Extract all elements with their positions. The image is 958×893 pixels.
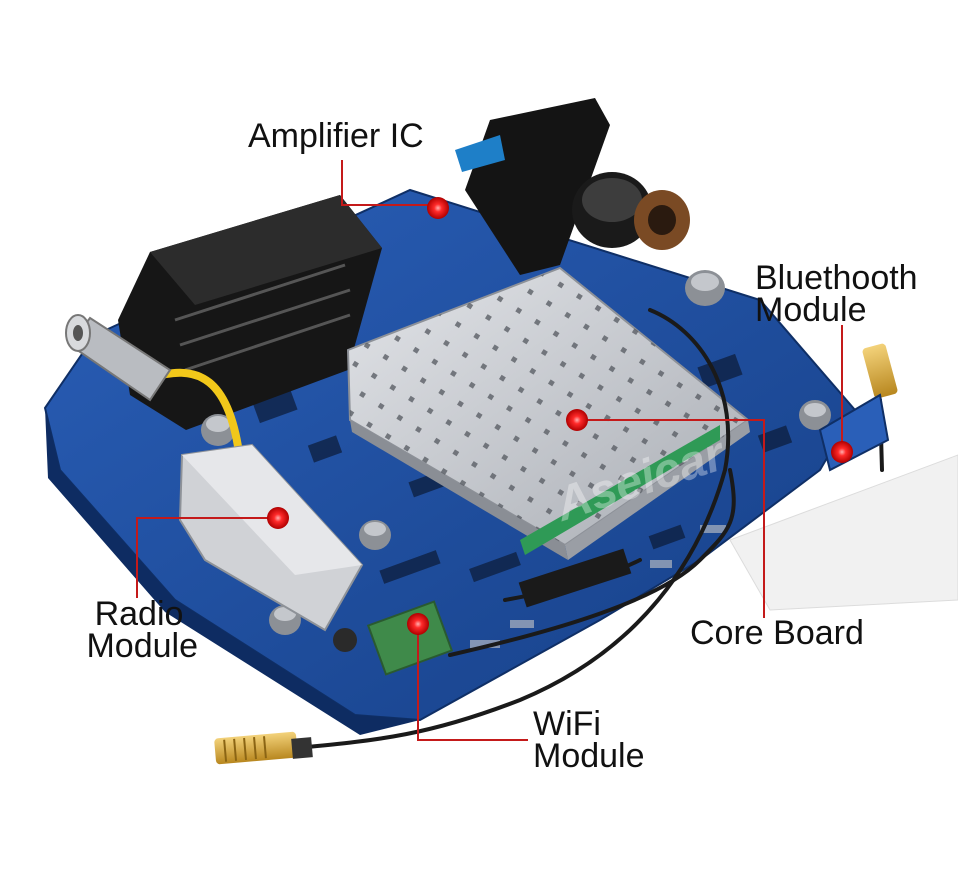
label-amplifier-text: Amplifier IC (248, 117, 424, 155)
leader-wifi (417, 624, 528, 741)
label-bluetooth-line1: Bluethooth (755, 259, 918, 297)
leader-amplifier (341, 160, 438, 206)
marker-amplifier (427, 197, 449, 219)
capacitors-small (201, 270, 831, 652)
sma-connector-right (862, 343, 898, 399)
marker-radio (267, 507, 289, 529)
label-radio-line1: Radio (94, 595, 184, 633)
marker-dots (267, 197, 853, 635)
label-core-board: Core Board (690, 614, 864, 652)
label-bluetooth-line2: Module (755, 291, 867, 329)
label-bluetooth-module: Bluethooth Module (755, 259, 918, 329)
label-wifi-module: WiFi Module (533, 705, 645, 775)
label-amplifier-ic: Amplifier IC (248, 117, 424, 155)
label-radio-module: Radio Module (80, 595, 198, 665)
coax-connector (65, 314, 172, 402)
label-wifi-line1: WiFi (533, 705, 601, 743)
marker-bluetooth (831, 441, 853, 463)
ribbon-cable (729, 454, 958, 611)
leader-core (577, 419, 765, 618)
marker-wifi (407, 613, 429, 635)
marker-core (566, 409, 588, 431)
label-core-text: Core Board (690, 614, 864, 652)
sma-connector-left (214, 731, 313, 765)
leader-radio (136, 517, 276, 598)
label-radio-line2: Module (86, 627, 198, 665)
leader-lines (136, 160, 843, 741)
label-wifi-line2: Module (533, 737, 645, 775)
